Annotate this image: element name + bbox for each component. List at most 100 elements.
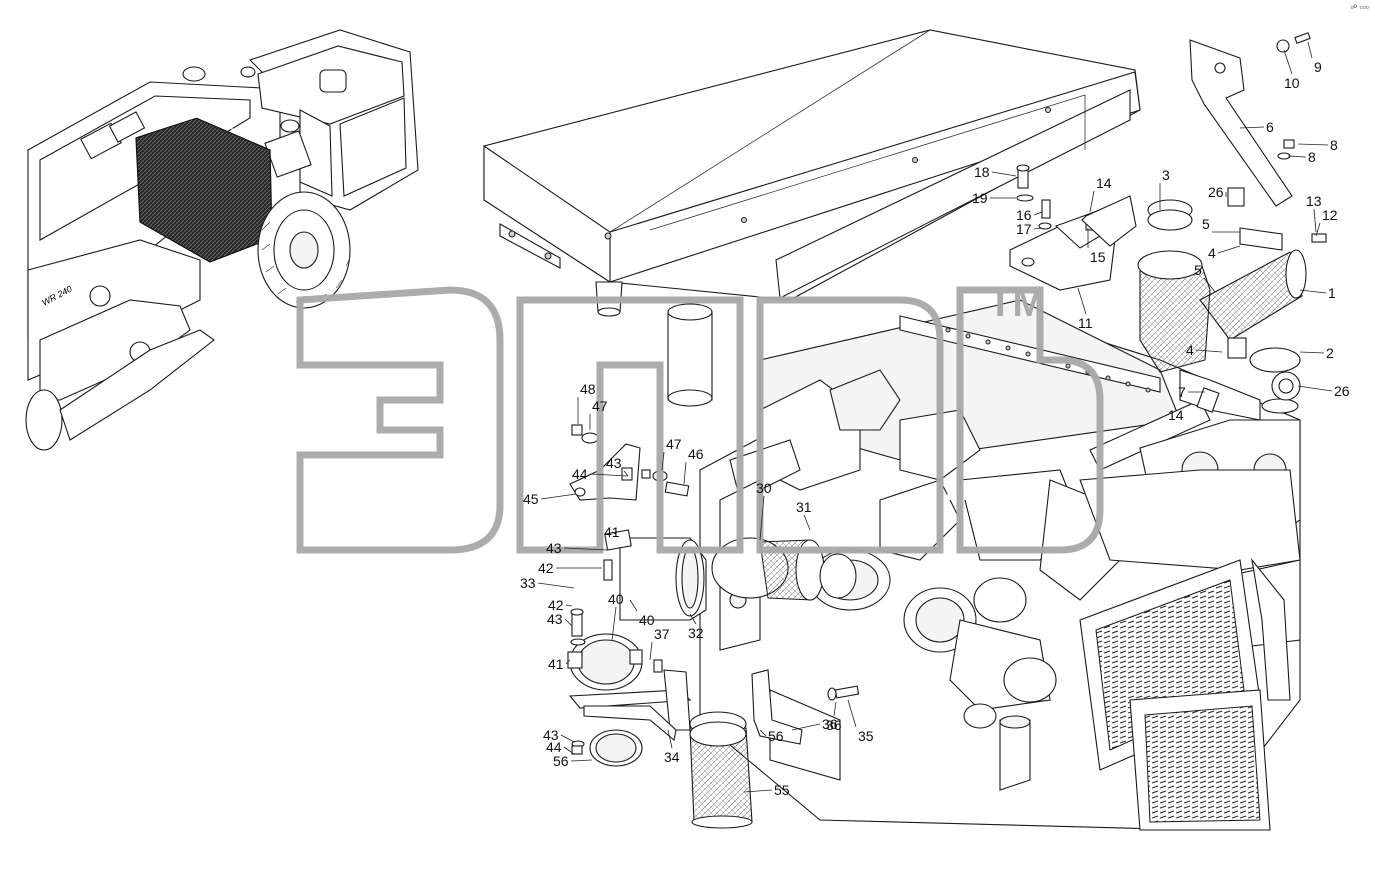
callout-18: 18 (974, 164, 1017, 180)
bracket-36 (751, 669, 860, 745)
callout-4: 4 (1186, 342, 1223, 358)
callout-1: 1 (1299, 285, 1336, 301)
callout-leader (1299, 351, 1325, 354)
callout-41: 41 (604, 524, 620, 540)
callout-label: 43 (547, 611, 563, 627)
callout-label: 45 (523, 491, 539, 507)
callout-label: 18 (974, 164, 990, 180)
watermark-tm: TM (988, 281, 1046, 325)
callout-leader (563, 547, 609, 551)
callout-label: 12 (1322, 207, 1338, 223)
callout-label: 5 (1202, 216, 1210, 232)
callout-label: 26 (1334, 383, 1350, 399)
callout-leader (1217, 245, 1241, 254)
callout-leader (1287, 155, 1307, 158)
callout-label: 56 (768, 728, 784, 744)
callout-44: 44 (572, 466, 629, 482)
callout-label: 9 (1314, 59, 1322, 75)
callout-41: 41 (548, 656, 571, 672)
callout-10: 10 (1283, 49, 1300, 91)
callout-leader (611, 531, 617, 535)
callout-label: 55 (774, 782, 790, 798)
callout-label: 36 (822, 716, 838, 732)
callout-label: 4 (1186, 342, 1194, 358)
callout-label: 11 (1078, 315, 1093, 331)
callout-14: 14 (1168, 404, 1191, 423)
callout-label: 47 (666, 436, 682, 452)
callout-leader (759, 729, 767, 737)
callout-leader (689, 613, 697, 625)
callout-40: 40 (629, 599, 655, 628)
callout-34: 34 (664, 729, 680, 765)
callout-leader (1203, 277, 1216, 293)
callout-leader (683, 461, 687, 485)
callout-leader (791, 723, 821, 731)
callout-14: 14 (1089, 175, 1112, 213)
cooler-panel (1079, 559, 1271, 831)
callout-label: 1 (1328, 285, 1336, 301)
callout-label: 42 (548, 597, 564, 613)
callout-label: 35 (858, 728, 874, 744)
callout-leader (564, 618, 573, 627)
callout-26: 26 (1297, 383, 1350, 399)
callout-leader (611, 606, 617, 641)
callout-leader (1195, 349, 1223, 353)
machine-overview: WR 240 (25, 29, 419, 451)
callout-label: 31 (796, 499, 812, 515)
callout-leader (565, 659, 571, 665)
callout-label: 3 (1162, 167, 1170, 183)
callout-5: 5 (1194, 262, 1216, 293)
callout-label: 7 (1178, 384, 1186, 400)
callout-leader (570, 759, 593, 762)
callout-leader (1299, 289, 1327, 294)
callout-15: 15 (1087, 228, 1106, 265)
callout-56: 56 (553, 753, 593, 769)
callout-26: 26 (1208, 184, 1227, 200)
callout-4: 4 (1208, 245, 1241, 261)
callout-leader (803, 514, 811, 531)
callout-6: 6 (1239, 119, 1274, 135)
callout-label: 32 (688, 625, 704, 641)
callout-leader (1033, 227, 1043, 230)
corner-mark: ▫ᵒ ▫▫▫ (1350, 2, 1369, 12)
callout-label: 43 (543, 727, 559, 743)
callout-55: 55 (743, 782, 790, 798)
callout-43: 43 (606, 455, 629, 477)
callout-leader (540, 493, 577, 500)
callout-leader (833, 701, 837, 717)
callout-leader (1239, 126, 1265, 129)
callout-16: 16 (1016, 207, 1043, 223)
callout-43: 43 (547, 611, 573, 627)
callout-label: 13 (1306, 193, 1322, 209)
callout-13: 13 (1306, 193, 1322, 233)
callout-5: 5 (1202, 216, 1240, 233)
callout-35: 35 (847, 699, 874, 744)
callout-36: 36 (826, 701, 842, 733)
callout-47: 47 (589, 398, 608, 430)
callout-8: 8 (1297, 137, 1338, 153)
callout-label: 40 (608, 591, 624, 607)
callout-leader (743, 789, 773, 793)
callout-leader (1283, 49, 1293, 75)
callout-leader (1077, 287, 1087, 315)
callout-label: 42 (538, 560, 554, 576)
callout-label: 15 (1090, 249, 1106, 265)
callout-30: 30 (756, 480, 772, 541)
intake-pipe-lower-center (604, 529, 857, 621)
callout-56: 56 (759, 728, 784, 744)
callout-label: 30 (756, 480, 772, 496)
callout-leader (560, 734, 575, 743)
callout-leader (759, 495, 765, 541)
callout-label: 17 (1016, 221, 1032, 237)
callout-32: 32 (688, 613, 704, 641)
callout-label: 44 (572, 466, 588, 482)
hose-55 (689, 711, 753, 829)
callout-label: 14 (1168, 407, 1184, 423)
bracket-6 (1189, 39, 1293, 207)
callout-leader (623, 470, 629, 477)
callout-leader (589, 473, 629, 477)
callout-19: 19 (972, 190, 1016, 206)
callout-leader (1315, 222, 1321, 237)
